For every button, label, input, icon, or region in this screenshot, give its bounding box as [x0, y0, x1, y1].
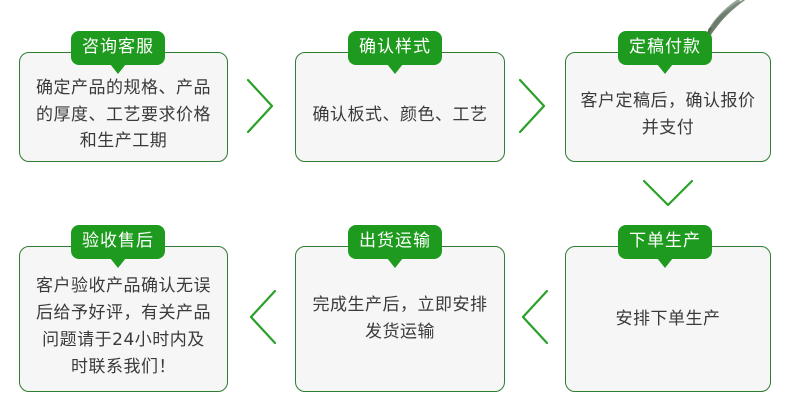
step-card-4: 安排下单生产	[565, 246, 771, 392]
step-3-badge: 定稿付款	[618, 31, 712, 74]
step-6-badge: 验收售后	[71, 225, 165, 268]
step-1-description: 确定产品的规格、产品的厚度、工艺要求价格和生产工期	[36, 77, 211, 152]
step-3-description: 客户定稿后，确认报价并支付	[580, 91, 756, 138]
connector-down-3-to-4	[641, 178, 695, 210]
connector-right-2-to-3	[517, 77, 549, 135]
connector-left-5-to-6	[246, 288, 278, 346]
step-card-1: 确定产品的规格、产品的厚度、工艺要求价格和生产工期	[19, 52, 228, 162]
connector-right-1-to-2	[245, 77, 277, 135]
step-4-badge: 下单生产	[618, 225, 712, 268]
step-2-badge: 确认样式	[348, 31, 442, 74]
step-card-6: 客户验收产品确认无误后给予好评，有关产品问题请于24小时内及时联系我们！	[19, 246, 228, 392]
step-2-description: 确认板式、颜色、工艺	[312, 104, 488, 125]
step-6-description: 客户验收产品确认无误后给予好评，有关产品问题请于24小时内及时联系我们！	[36, 276, 211, 377]
step-5-description: 完成生产后，立即安排发货运输	[312, 295, 488, 342]
step-1-badge: 咨询客服	[71, 31, 165, 74]
step-card-5: 完成生产后，立即安排发货运输	[295, 246, 505, 392]
step-card-2: 确认板式、颜色、工艺	[295, 52, 505, 162]
step-4-description: 安排下单生产	[615, 308, 721, 329]
step-5-badge: 出货运输	[348, 225, 442, 268]
connector-left-4-to-5	[518, 288, 550, 346]
